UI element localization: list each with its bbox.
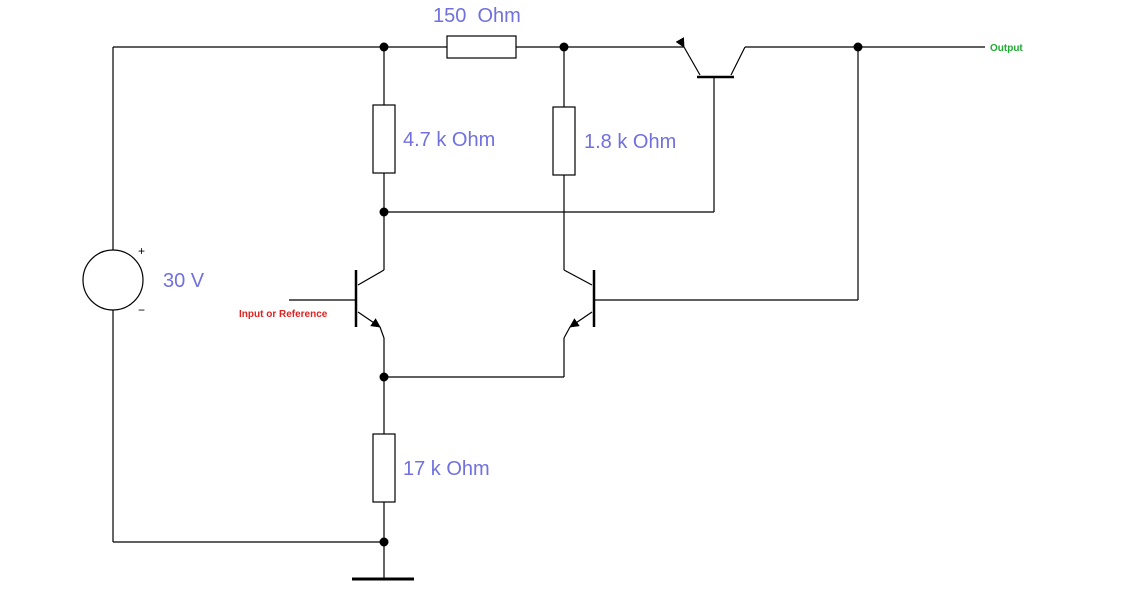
- resistor-1-8k-ohm: [552, 106, 576, 176]
- junction-dots: [379, 42, 863, 547]
- label-30v: 30 V: [163, 270, 205, 292]
- label-input-or-reference: Input or Reference: [239, 309, 328, 320]
- transistor-q2: [563, 269, 858, 339]
- label-minus: −: [138, 303, 145, 317]
- label-17k-ohm: 17 k Ohm: [403, 458, 490, 480]
- transistor-q3: [675, 37, 746, 212]
- label-output: Output: [990, 43, 1023, 54]
- resistor-17k-ohm: [372, 433, 396, 503]
- resistor-150-ohm: [446, 35, 517, 59]
- label-150-ohm: 150 Ohm: [433, 5, 521, 27]
- source-wires: [112, 47, 384, 543]
- voltage-source-30v: [82, 249, 144, 311]
- label-plus: +: [138, 244, 145, 258]
- transistor-q1: [289, 250, 385, 339]
- label-1-8k-ohm: 1.8 k Ohm: [584, 131, 676, 153]
- resistor-4-7k-ohm: [372, 104, 396, 174]
- label-4-7k-ohm: 4.7 k Ohm: [403, 129, 495, 151]
